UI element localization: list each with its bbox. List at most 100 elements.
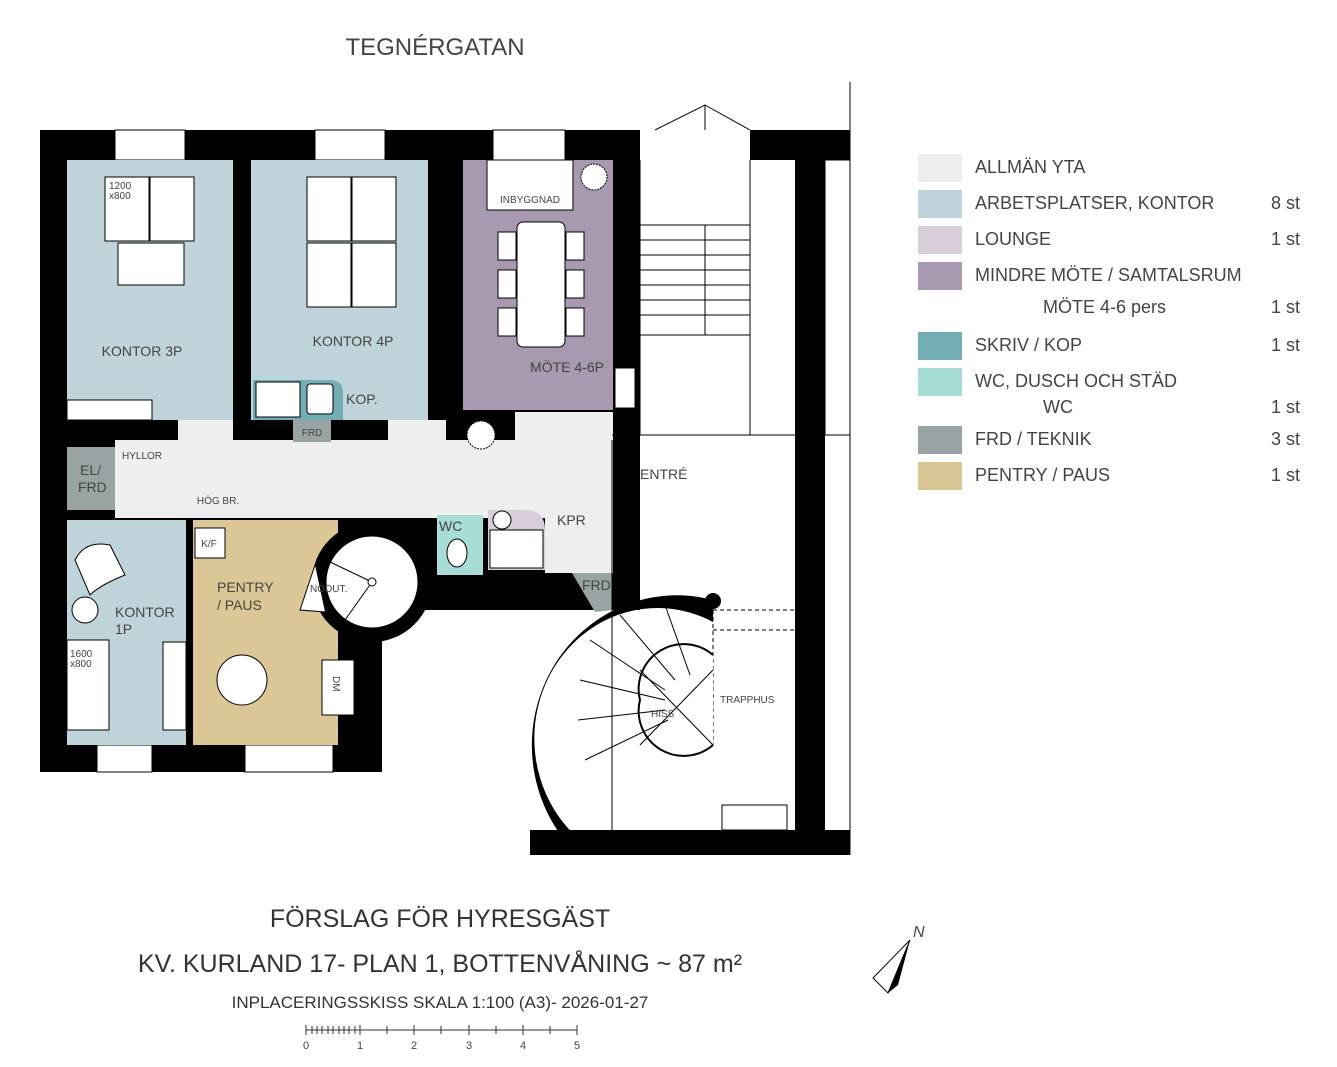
north-arrow-fill	[888, 940, 910, 993]
wall	[795, 160, 825, 830]
legend-label: ALLMÄN YTA	[975, 157, 1086, 177]
plant-icon	[466, 420, 496, 450]
room-el-frd	[67, 447, 115, 510]
label-dm: DM	[330, 676, 341, 692]
spiral-steps	[577, 604, 691, 761]
legend-count: 3 st	[1270, 429, 1300, 449]
label-nodut: NÖDUT.	[310, 583, 347, 595]
legend-swatch	[918, 332, 962, 360]
copier-icon	[306, 383, 334, 415]
label-pentry: PENTRY	[217, 579, 274, 595]
legend: ALLMÄN YTA ARBETSPLATSER, KONTOR 8 st LOU…	[918, 152, 1303, 496]
hiss	[637, 643, 714, 757]
door	[721, 804, 788, 831]
window	[314, 129, 386, 161]
window	[492, 129, 566, 161]
legend-count: 1 st	[1270, 297, 1300, 317]
legend-swatch	[918, 462, 962, 490]
hiss-cross	[639, 669, 714, 746]
legend-swatch	[918, 190, 962, 218]
corridor-opening	[515, 412, 613, 442]
legend-subitem: WC 1 st	[918, 392, 1303, 424]
legend-item: ARBETSPLATSER, KONTOR 8 st	[918, 188, 1303, 224]
scale-tick-label: 4	[520, 1040, 526, 1052]
legend-item: SKRIV / KOP 1 st	[918, 330, 1303, 366]
legend-swatch	[918, 154, 962, 182]
window	[244, 744, 334, 773]
legend-label: LOUNGE	[975, 229, 1052, 249]
title-line-3: INPLACERINGSSKISS SKALA 1:100 (A3)- 2026…	[231, 993, 649, 1012]
legend-swatch	[918, 226, 962, 254]
nodut-door	[299, 564, 326, 613]
label-hiss: HISS	[651, 709, 675, 720]
kpr-area	[545, 505, 613, 573]
scale-tick-label: 2	[411, 1040, 417, 1052]
scale-tick-label: 1	[357, 1040, 363, 1052]
legend-sublabel: WC	[1043, 397, 1073, 417]
stair-lines	[329, 561, 373, 621]
label-el-frd: FRD	[78, 479, 107, 495]
legend-sublabel: MÖTE 4-6 pers	[1043, 297, 1167, 317]
label-paus: / PAUS	[217, 597, 262, 613]
legend-label: MINDRE MÖTE / SAMTALSRUM	[975, 265, 1242, 285]
legend-swatch	[918, 426, 962, 454]
label-wc: WC	[439, 518, 462, 534]
legend-subitem: MÖTE 4-6 pers 1 st	[918, 292, 1303, 330]
label-kontor-3p: KONTOR 3P	[102, 343, 183, 359]
desk-size: 1200	[109, 181, 132, 192]
stair-center	[367, 577, 377, 587]
plant-icon	[580, 163, 608, 191]
furniture	[66, 159, 636, 731]
legend-count: 1 st	[1270, 397, 1300, 417]
window	[96, 744, 153, 773]
frd-closet	[293, 420, 331, 442]
legend-label: ARBETSPLATSER, KONTOR	[975, 193, 1215, 213]
legend-item: MINDRE MÖTE / SAMTALSRUM	[918, 260, 1303, 292]
kop-counter	[255, 381, 301, 418]
label-trapphus: TRAPPHUS	[720, 695, 775, 706]
title-line-1: FÖRSLAG FÖR HYRESGÄST	[269, 905, 611, 933]
legend-swatch	[918, 262, 962, 290]
entrance-door	[654, 104, 751, 131]
legend-item: WC, DUSCH OCH STÄD	[918, 366, 1303, 396]
corridor	[115, 440, 613, 518]
legend-label: SKRIV / KOP	[975, 335, 1083, 355]
frd-closet-2	[572, 573, 612, 612]
legend-item: LOUNGE 1 st	[918, 224, 1303, 260]
label-frd: FRD	[302, 428, 323, 439]
street-name: TEGNÉRGATAN	[345, 34, 524, 61]
wall-line	[611, 434, 800, 830]
legend-count: 1 st	[1270, 465, 1300, 485]
hatch-wall	[824, 159, 851, 436]
legend-count: 1 st	[1270, 335, 1300, 355]
label-kontor-1p: KONTOR	[115, 604, 175, 620]
label-entre: ENTRÉ	[640, 466, 687, 482]
stair-steps	[640, 224, 750, 336]
legend-count: 8 st	[1270, 193, 1300, 213]
scale-tick-label: 0	[303, 1040, 309, 1052]
desk-size: x800	[109, 191, 131, 202]
corridor-opening	[388, 420, 446, 445]
label-hog-br: HÖG BR.	[197, 495, 239, 507]
label-kpr: KPR	[557, 512, 586, 528]
window	[114, 129, 186, 161]
legend-swatch	[918, 368, 962, 396]
label-frd-2: FRD	[582, 577, 611, 593]
scale-tick-label: 5	[574, 1040, 580, 1052]
stair-guide	[712, 609, 795, 745]
legend-count: 1 st	[1270, 229, 1300, 249]
legend-label: WC, DUSCH OCH STÄD	[975, 371, 1177, 391]
desk-size: x800	[70, 659, 92, 670]
wall	[530, 830, 850, 855]
column	[705, 593, 721, 609]
label-1p: 1P	[115, 621, 132, 637]
scale-tick-label: 3	[466, 1040, 472, 1052]
north-label: N	[913, 924, 925, 941]
label-el: EL/	[80, 462, 101, 478]
wall	[750, 130, 850, 160]
desk-size: 1600	[70, 649, 93, 660]
label-kf: K/F	[201, 539, 217, 550]
legend-label: FRD / TEKNIK	[975, 429, 1092, 449]
